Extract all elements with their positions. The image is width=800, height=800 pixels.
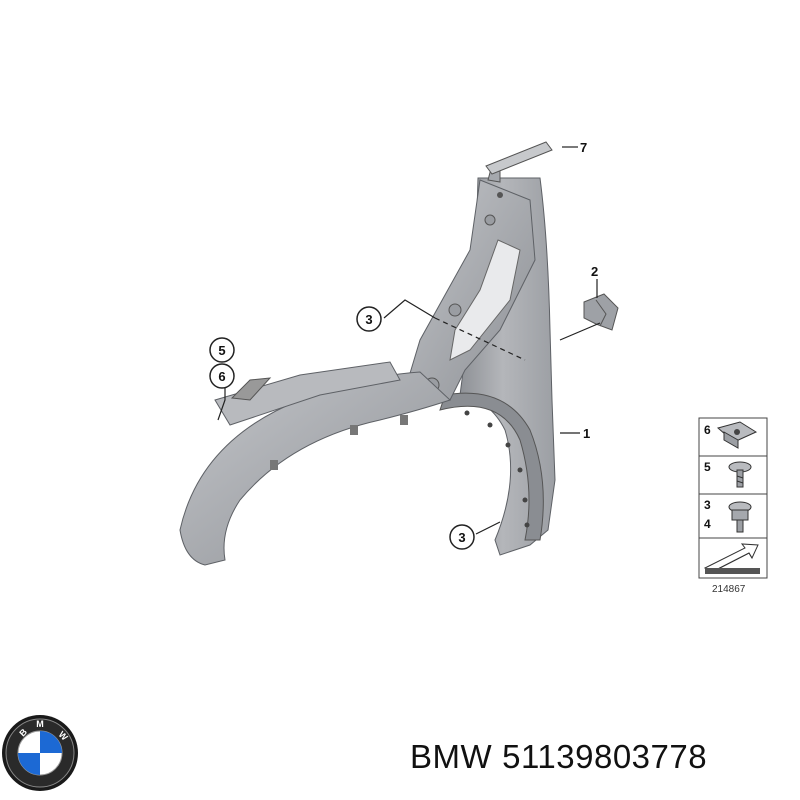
callout-3-upper-label: 3 [365, 312, 372, 327]
callout-5: 5 [209, 337, 235, 363]
bolt-icon [728, 501, 752, 533]
callout-3-upper: 3 [356, 306, 382, 332]
callout-6: 6 [209, 363, 235, 389]
part-7-strip [485, 141, 553, 175]
diagram-ref-number: 214867 [712, 584, 746, 595]
callout-6-label: 6 [218, 369, 225, 384]
direction-arrow-icon [703, 543, 760, 574]
callout-2: 2 [591, 264, 598, 279]
callout-5-label: 5 [218, 343, 225, 358]
callout-2-label: 2 [591, 264, 598, 279]
part-number: 51139803778 [502, 738, 708, 775]
legend-row-3-label: 3 [704, 498, 711, 512]
legend-row-4-label: 4 [704, 517, 711, 531]
svg-text:M: M [36, 719, 44, 729]
fastener-legend: 6 5 3 4 214867 [698, 417, 768, 595]
callout-3-lower: 3 [449, 524, 475, 550]
legend-row-6-label: 6 [704, 423, 711, 437]
screw-icon [728, 461, 752, 488]
brand-label: BMW [410, 738, 493, 775]
legend-row-5-label: 5 [704, 460, 711, 474]
part-2-bracket [583, 293, 619, 331]
callout-3-lower-label: 3 [458, 530, 465, 545]
inner-bracket [404, 164, 536, 401]
bmw-roundel-logo: B M W [2, 715, 78, 791]
callout-1: 1 [583, 426, 590, 441]
callout-1-label: 1 [583, 426, 590, 441]
inner-lining [179, 361, 451, 566]
callout-7: 7 [580, 140, 587, 155]
callout-7-label: 7 [580, 140, 587, 155]
clip-nut-icon [716, 421, 758, 449]
